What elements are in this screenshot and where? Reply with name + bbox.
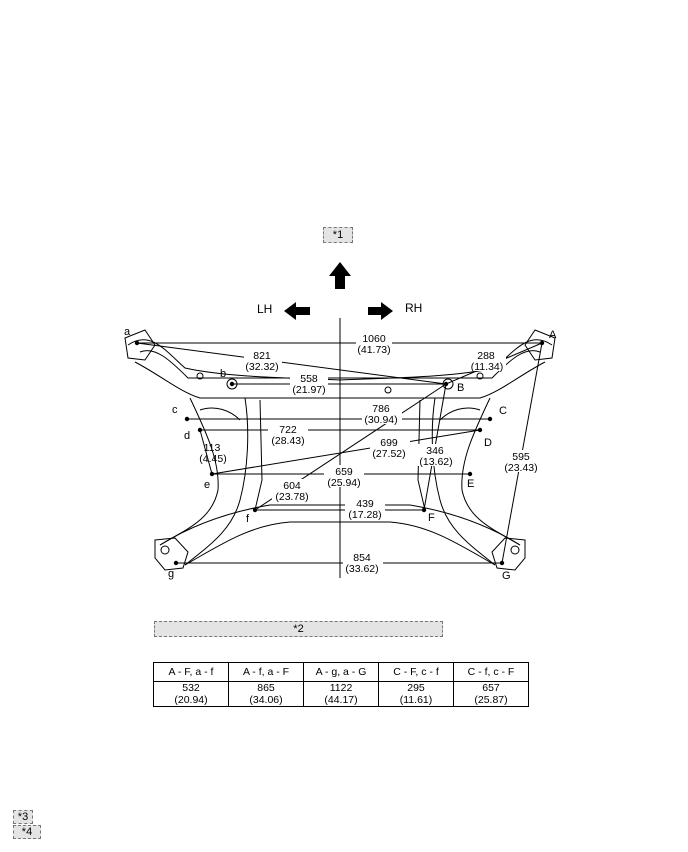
dim-346-value: 346	[426, 445, 444, 457]
table-header-cell: A - f, a - F	[228, 662, 304, 682]
table-cell: 865(34.06)	[228, 681, 304, 707]
dim-346-inch: (13.62)	[419, 456, 452, 468]
dim-1060-value: 1060	[362, 333, 386, 345]
point-markers	[134, 340, 545, 566]
dim-821-value: 821	[253, 350, 271, 362]
dim-604-inch: (23.78)	[275, 491, 308, 503]
rh-label: RH	[405, 301, 422, 315]
dim-558-value: 558	[300, 373, 318, 385]
dim-854-value: 854	[353, 552, 371, 564]
dim-722-value: 722	[279, 424, 297, 436]
callout-2: *2	[154, 621, 443, 637]
dim-699-value: 699	[380, 437, 398, 449]
point-G-label: G	[502, 570, 511, 582]
dim-699-inch: (27.52)	[372, 448, 405, 460]
point-F-label: F	[428, 512, 435, 524]
point-D-label: D	[484, 437, 492, 449]
point-A-label: A	[549, 329, 557, 341]
dim-854-inch: (33.62)	[345, 563, 378, 575]
point-c-label: c	[172, 404, 178, 416]
dim-659-inch: (25.94)	[327, 477, 360, 489]
point-a-label: a	[124, 326, 131, 338]
dim-786-value: 786	[372, 403, 390, 415]
point-f-label: f	[246, 513, 250, 525]
table-row: 532(20.94) 865(34.06) 1122(44.17) 295(11…	[153, 681, 529, 707]
dim-439-inch: (17.28)	[348, 509, 381, 521]
dim-786-inch: (30.94)	[364, 414, 397, 426]
dim-113-value: 113	[204, 442, 221, 454]
callout-4: *4	[13, 825, 41, 839]
table-cell: 657(25.87)	[453, 681, 529, 707]
callout-3: *3	[13, 810, 33, 824]
lh-label: LH	[257, 302, 272, 316]
dim-821-inch: (32.32)	[245, 361, 278, 373]
table-header-cell: C - f, c - F	[453, 662, 529, 682]
dim-604-value: 604	[283, 480, 301, 492]
dim-595-inch: (23.43)	[504, 462, 537, 474]
table-header-cell: C - F, c - f	[378, 662, 454, 682]
dim-558-inch: (21.97)	[292, 384, 325, 396]
point-B-label: B	[457, 382, 464, 394]
table-header-cell: A - F, a - f	[153, 662, 229, 682]
left-arrow-icon	[284, 302, 310, 320]
point-C-label: C	[499, 405, 507, 417]
point-E-label: E	[467, 478, 474, 490]
dim-722-inch: (28.43)	[271, 435, 304, 447]
callout-1: *1	[323, 227, 353, 243]
point-g-label: g	[168, 568, 174, 580]
table-header-row: A - F, a - f A - f, a - F A - g, a - G C…	[153, 662, 529, 682]
point-e-label: e	[204, 479, 210, 491]
dim-288-value: 288	[477, 350, 495, 362]
dim-439-value: 439	[356, 498, 374, 510]
table-cell: 295(11.61)	[378, 681, 454, 707]
table-cell: 1122(44.17)	[303, 681, 379, 707]
dim-659-value: 659	[335, 466, 353, 478]
dimension-table: A - F, a - f A - f, a - F A - g, a - G C…	[153, 662, 529, 707]
forward-arrow-icon	[329, 262, 351, 289]
dim-113-inch: (4.45)	[199, 453, 226, 465]
table-header-cell: A - g, a - G	[303, 662, 379, 682]
dim-288-inch: (11.34)	[471, 361, 504, 373]
dim-595-value: 595	[512, 451, 530, 463]
dim-1060-inch: (41.73)	[357, 344, 390, 356]
table-cell: 532(20.94)	[153, 681, 229, 707]
point-b-label: b	[220, 368, 226, 380]
point-d-label: d	[184, 430, 190, 442]
right-arrow-icon	[368, 302, 393, 320]
